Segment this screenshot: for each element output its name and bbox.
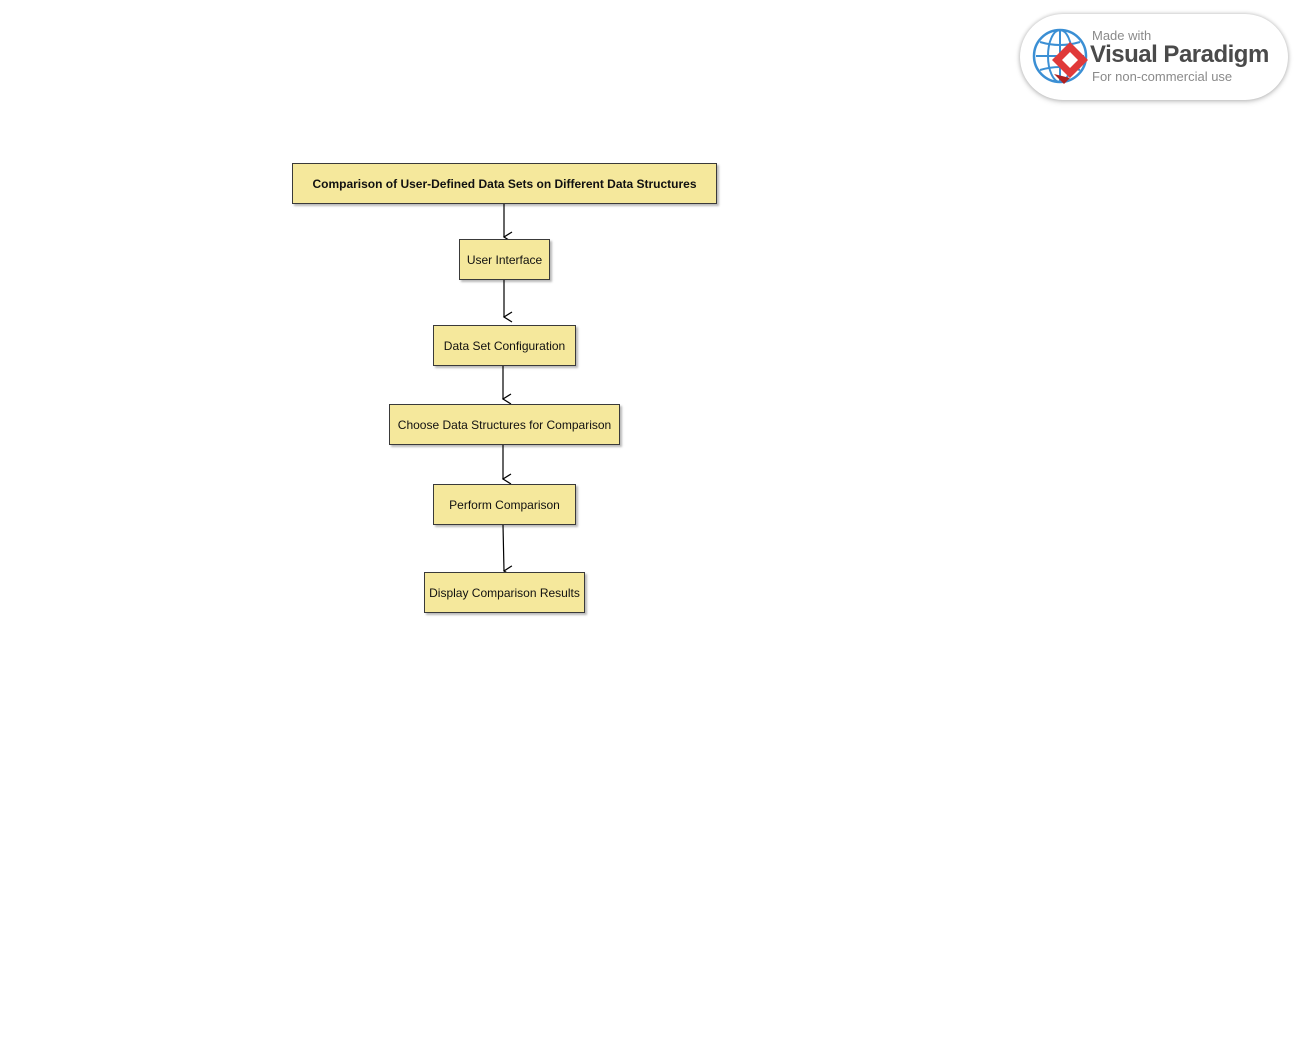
- node-display-results-label: Display Comparison Results: [429, 585, 580, 600]
- node-data-set-configuration[interactable]: Data Set Configuration: [433, 325, 576, 366]
- node-perform-comparison[interactable]: Perform Comparison: [433, 484, 576, 525]
- node-choose-data-structures-label: Choose Data Structures for Comparison: [397, 417, 612, 432]
- visual-paradigm-logo-icon: [1032, 28, 1088, 84]
- node-user-interface-label: User Interface: [466, 252, 543, 267]
- node-title-label: Comparison of User-Defined Data Sets on …: [312, 176, 697, 191]
- node-display-results[interactable]: Display Comparison Results: [424, 572, 585, 613]
- node-perform-comparison-label: Perform Comparison: [449, 497, 560, 512]
- node-user-interface[interactable]: User Interface: [459, 239, 550, 280]
- watermark-brand: Visual Paradigm: [1090, 41, 1269, 68]
- node-title[interactable]: Comparison of User-Defined Data Sets on …: [292, 163, 717, 204]
- node-data-set-configuration-label: Data Set Configuration: [443, 338, 566, 353]
- edge-n5-n6: [502, 524, 513, 577]
- watermark-made-with: Made with: [1092, 28, 1152, 43]
- visual-paradigm-watermark: Made with Visual Paradigm For non-commer…: [1020, 14, 1288, 100]
- node-choose-data-structures[interactable]: Choose Data Structures for Comparison: [389, 404, 620, 445]
- watermark-usage-note: For non-commercial use: [1092, 69, 1233, 84]
